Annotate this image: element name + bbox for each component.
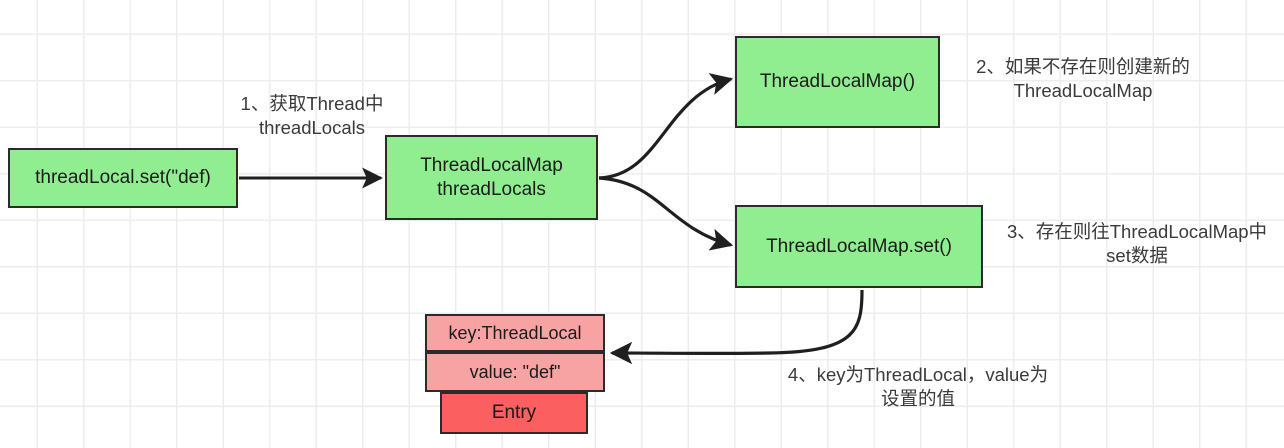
annotation-step-1: 1、获取Thread中 threadLocals	[240, 93, 384, 139]
node-threadlocalmap-threadlocals[interactable]: ThreadLocalMap threadLocals	[385, 135, 598, 220]
node-entry-label[interactable]: Entry	[440, 392, 588, 434]
edge-threadlocals-to-set	[598, 176, 734, 251]
annotation-step-3: 3、存在则往ThreadLocalMap中 set数据	[1006, 221, 1268, 267]
edge-set-to-entry	[609, 289, 864, 365]
annotation-step-2: 2、如果不存在则创建新的 ThreadLocalMap	[976, 56, 1190, 102]
annotation-step-4: 4、key为ThreadLocal，value为 设置的值	[787, 364, 1049, 410]
node-threadlocal-set-call[interactable]: threadLocal.set("def)	[8, 148, 238, 208]
node-threadlocalmap-constructor[interactable]: ThreadLocalMap()	[735, 36, 940, 128]
node-entry-key[interactable]: key:ThreadLocal	[425, 314, 605, 352]
node-entry-value[interactable]: value: "def"	[425, 352, 605, 392]
node-threadlocalmap-set[interactable]: ThreadLocalMap.set()	[735, 205, 983, 288]
edge-threadlocals-to-ctor	[598, 73, 734, 180]
